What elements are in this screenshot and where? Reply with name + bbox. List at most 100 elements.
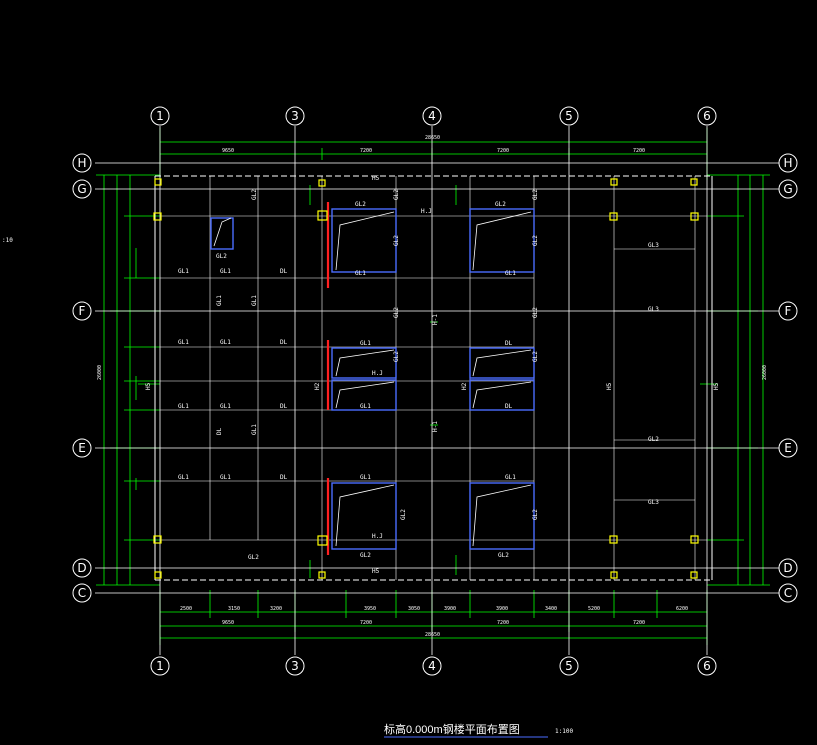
grid-label: H: [77, 156, 86, 170]
columns: [153, 178, 699, 579]
column: [690, 212, 699, 221]
grid-label: 6: [703, 109, 711, 123]
beam-label: GL1: [178, 339, 189, 346]
beam-label: GL1: [178, 403, 189, 410]
dim-text: 7200: [360, 148, 372, 154]
grid-label: 5: [565, 659, 573, 673]
beam-label: GL1: [360, 403, 371, 410]
beam-label: GL2: [532, 235, 539, 246]
column: [153, 535, 162, 544]
row-bubbles-right: H G F E D C: [778, 153, 798, 603]
beam-label: DL: [216, 427, 223, 435]
dim-text: 28650: [425, 135, 440, 141]
grid-label: 4: [428, 659, 436, 673]
opening-frame: [469, 482, 535, 550]
beam-label: DL: [280, 339, 288, 346]
column: [690, 535, 699, 544]
dim-text: 26000: [97, 365, 103, 380]
beam-label: H.J: [421, 208, 432, 215]
beam-label: GL2: [532, 189, 539, 200]
dim-text: 6200: [676, 606, 688, 612]
beam-label: H5: [145, 382, 152, 390]
drawing-scale: 1:100: [555, 728, 573, 735]
beam-label: GL2: [400, 509, 407, 520]
beam-label: GL3: [648, 499, 659, 506]
beam-label: GL1: [178, 474, 189, 481]
beam-label: GL2: [495, 201, 506, 208]
beam-label: H5: [372, 568, 380, 575]
beam-label: GL2: [393, 189, 400, 200]
beam-label: H2: [314, 382, 321, 390]
column: [609, 212, 618, 221]
dim-text: 26000: [762, 365, 768, 380]
dim-text: 7200: [360, 620, 372, 626]
grid-label: E: [784, 441, 792, 455]
grid-label: 1: [156, 109, 164, 123]
beam-label: DL: [505, 340, 513, 347]
dim-text: 28650: [425, 632, 440, 638]
grid-label: D: [77, 561, 86, 575]
dim-text: 7200: [497, 148, 509, 154]
column: [154, 178, 162, 186]
grid-label: G: [783, 182, 792, 196]
dim-text: 9650: [222, 148, 234, 154]
beam-label: DL: [280, 268, 288, 275]
beam-label: DL: [280, 474, 288, 481]
dim-text: 7200: [633, 620, 645, 626]
grid-label: 1: [156, 659, 164, 673]
dim-text: 3900: [496, 606, 508, 612]
beam-label: GL1: [178, 268, 189, 275]
grid-label: D: [783, 561, 792, 575]
grid-label: H: [783, 156, 792, 170]
beam-label: H.J: [372, 370, 383, 377]
dim-text: 3900: [444, 606, 456, 612]
beam-label: H.J: [372, 533, 383, 540]
grid-label: 4: [428, 109, 436, 123]
beam-labels: GL1 GL1 DL GL1 GL1 DL GL1 GL1 DL GL1 GL1…: [145, 175, 720, 575]
opening-frame: [331, 379, 397, 411]
dim-text: 3150: [228, 606, 240, 612]
dim-text: 3050: [408, 606, 420, 612]
beam-label: H-1: [432, 314, 439, 325]
beam-label: GL2: [355, 201, 366, 208]
beam-label: GL1: [360, 474, 371, 481]
beam-label: GL1: [216, 295, 223, 306]
column: [317, 210, 328, 221]
beam-label: H5: [606, 382, 613, 390]
column: [690, 178, 698, 186]
dim-text: 9650: [222, 620, 234, 626]
beam-label: GL1: [220, 268, 231, 275]
row-bubbles-left: H G F E D C: [72, 153, 92, 603]
beam-label: GL1: [251, 295, 258, 306]
beam-label: GL1: [220, 474, 231, 481]
stair-lines: [213, 211, 532, 547]
dim-text: 3200: [270, 606, 282, 612]
beam-label: GL2: [532, 307, 539, 318]
opening-frame: [469, 208, 535, 273]
column-bubbles-top: 1 3 4 5 6: [150, 106, 717, 126]
opening-frame: [210, 217, 234, 250]
left-note: :10: [2, 237, 13, 244]
beam-label: H5: [372, 175, 380, 182]
column: [610, 571, 618, 579]
outer-frame: [154, 175, 713, 581]
beam-label: GL2: [498, 552, 509, 559]
beam-label: H5: [713, 382, 720, 390]
opening-frame: [331, 347, 397, 379]
beam-label: H-1: [432, 421, 439, 432]
grid-label: C: [784, 586, 792, 600]
opening-frame: [331, 482, 397, 550]
beam-label: GL2: [393, 351, 400, 362]
column: [609, 535, 618, 544]
grid-lines: [95, 126, 780, 655]
beam-label: DL: [505, 403, 513, 410]
beam-label: GL2: [393, 307, 400, 318]
dim-text: 5200: [588, 606, 600, 612]
beam-label: GL2: [360, 552, 371, 559]
beam-label: GL2: [216, 253, 227, 260]
column: [318, 571, 326, 579]
dim-text: 2500: [180, 606, 192, 612]
opening-frame: [469, 379, 535, 411]
opening-frame: [469, 347, 535, 379]
